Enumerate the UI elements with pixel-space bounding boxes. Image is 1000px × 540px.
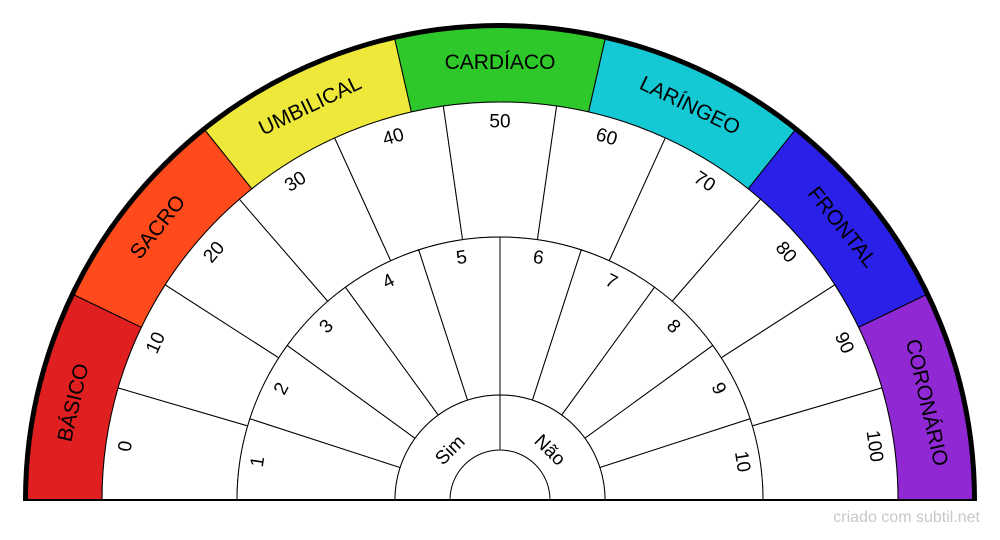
band-label: CARDÍACO — [445, 51, 556, 74]
scale-label: 6 — [531, 247, 545, 269]
scale-label: 5 — [455, 247, 469, 269]
credit-text: criado com subtil.net — [833, 509, 980, 526]
scale-label: 1 — [247, 455, 269, 469]
scale-label: 50 — [489, 112, 510, 133]
yes-no-ring — [394, 394, 606, 501]
scale-label: 100 — [862, 429, 887, 463]
scale-label: 10 — [730, 450, 754, 474]
no-segment — [499, 394, 606, 501]
outer-border-arc — [23, 23, 977, 501]
chart-outline — [23, 23, 977, 501]
yes-segment — [394, 394, 501, 501]
scale-label: 0 — [115, 439, 137, 452]
